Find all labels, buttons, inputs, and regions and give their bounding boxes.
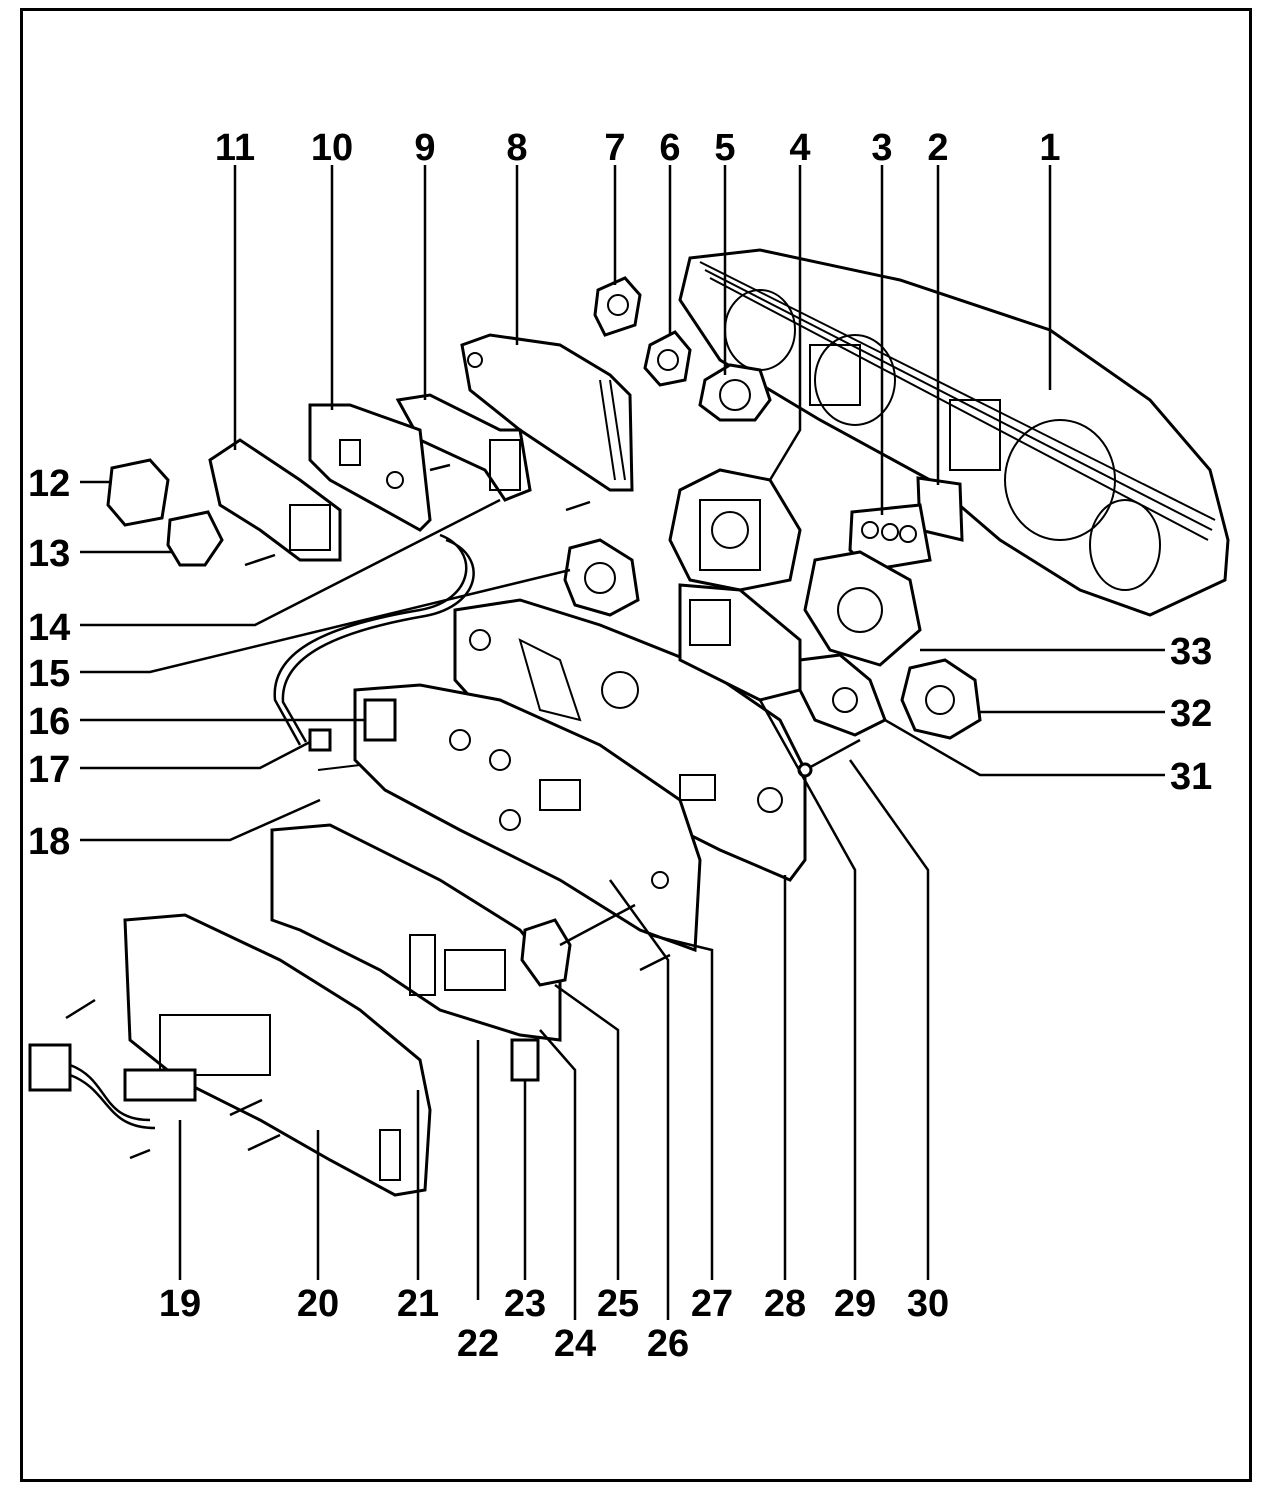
callout-21: 21 bbox=[397, 1283, 439, 1325]
part-gauge-31 bbox=[798, 653, 887, 737]
part-mounting-plate bbox=[308, 403, 432, 532]
part-clip bbox=[166, 510, 224, 567]
callout-4: 4 bbox=[789, 127, 810, 169]
callout-20: 20 bbox=[297, 1283, 339, 1325]
callout-7: 7 bbox=[604, 127, 625, 169]
callout-22: 22 bbox=[457, 1323, 499, 1365]
callout-30: 30 bbox=[907, 1283, 949, 1325]
callout-14: 14 bbox=[28, 607, 70, 649]
callout-3: 3 bbox=[871, 127, 892, 169]
part-gauge-32 bbox=[900, 658, 982, 740]
part-gauge-housing bbox=[668, 468, 802, 592]
callout-26: 26 bbox=[647, 1323, 689, 1365]
callout-29: 29 bbox=[834, 1283, 876, 1325]
diagram-frame bbox=[20, 8, 1252, 1482]
part-switch bbox=[520, 903, 636, 987]
part-gauge-33 bbox=[803, 550, 922, 667]
part-instrument-casing bbox=[460, 333, 634, 492]
callout-13: 13 bbox=[28, 533, 70, 575]
callout-15: 15 bbox=[28, 653, 70, 695]
callout-27: 27 bbox=[691, 1283, 733, 1325]
callout-23: 23 bbox=[504, 1283, 546, 1325]
part-relay bbox=[106, 458, 170, 527]
callout-33: 33 bbox=[1170, 631, 1212, 673]
callout-12: 12 bbox=[28, 463, 70, 505]
callout-31: 31 bbox=[1170, 756, 1212, 798]
callout-8: 8 bbox=[506, 127, 527, 169]
callout-28: 28 bbox=[764, 1283, 806, 1325]
part-dashboard-housing bbox=[678, 248, 1230, 617]
part-screws bbox=[65, 463, 671, 1160]
part-ribbon-cable bbox=[273, 533, 475, 746]
part-circuit-strip bbox=[395, 393, 532, 502]
callout-32: 32 bbox=[1170, 693, 1212, 735]
part-gauge-7 bbox=[593, 276, 642, 337]
callout-17: 17 bbox=[28, 749, 70, 791]
part-wiring-harness bbox=[28, 1043, 197, 1130]
part-gauge-14 bbox=[563, 538, 640, 617]
callout-16: 16 bbox=[28, 701, 70, 743]
part-socket-block bbox=[848, 503, 932, 572]
callout-9: 9 bbox=[414, 127, 435, 169]
part-gauge-5 bbox=[698, 363, 772, 422]
callout-24: 24 bbox=[554, 1323, 596, 1365]
callout-labels: 1 2 3 4 5 6 7 8 9 10 11 12 13 14 15 16 1… bbox=[28, 127, 1212, 1365]
callout-1: 1 bbox=[1039, 127, 1060, 169]
part-connector bbox=[308, 698, 397, 771]
part-gauge-6 bbox=[643, 330, 692, 387]
callout-6: 6 bbox=[659, 127, 680, 169]
part-panel-21 bbox=[270, 823, 562, 1042]
callout-25: 25 bbox=[597, 1283, 639, 1325]
leader-lines bbox=[80, 165, 1165, 1320]
callout-18: 18 bbox=[28, 821, 70, 863]
callout-19: 19 bbox=[159, 1283, 201, 1325]
callout-11: 11 bbox=[215, 127, 255, 169]
part-bracket bbox=[208, 438, 342, 562]
callout-10: 10 bbox=[311, 127, 353, 169]
callout-5: 5 bbox=[714, 127, 735, 169]
part-bulb bbox=[510, 1038, 540, 1082]
part-screw bbox=[797, 738, 861, 778]
callout-2: 2 bbox=[927, 127, 948, 169]
